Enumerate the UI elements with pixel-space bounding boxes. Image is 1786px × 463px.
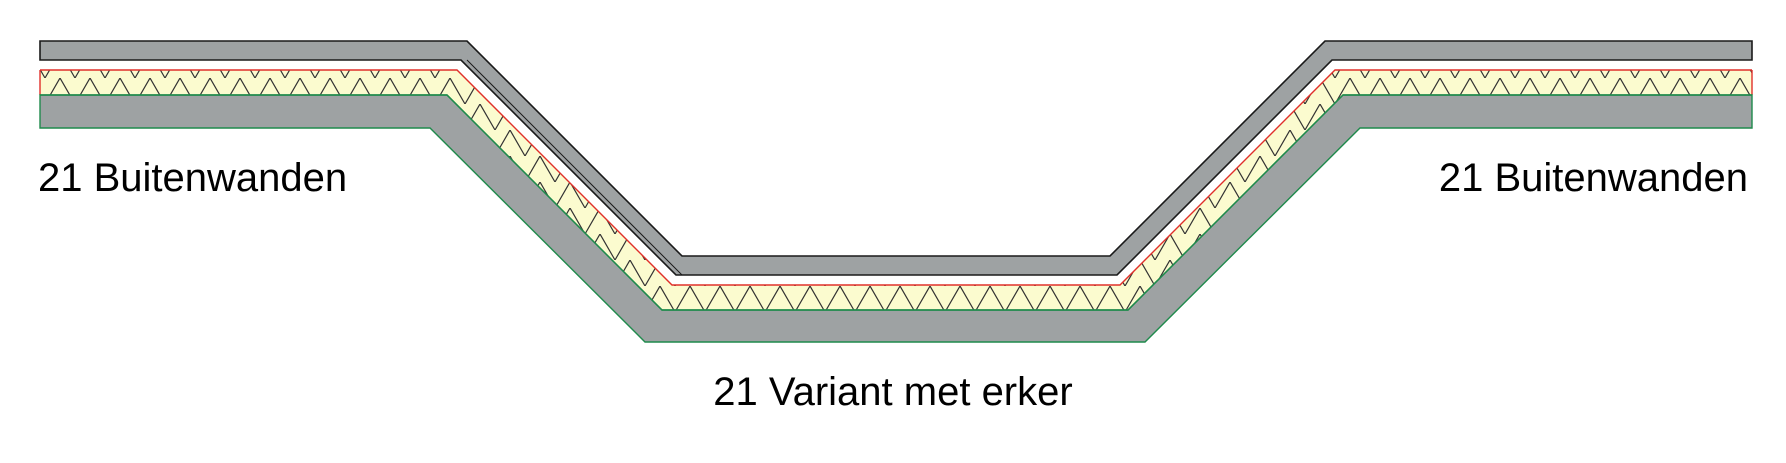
cavity-line (466, 59, 683, 276)
outer-leaf-band (39, 40, 1753, 276)
inner-leaf-top-edge (40, 94, 1752, 311)
wall-type-label-left: 21 Buitenwanden (38, 156, 348, 200)
wall-type-label-right: 21 Buitenwanden (1438, 156, 1748, 200)
variant-label: 21 Variant met erker (713, 370, 1073, 414)
membrane-line (40, 69, 1752, 286)
insulation-band (40, 70, 1752, 310)
